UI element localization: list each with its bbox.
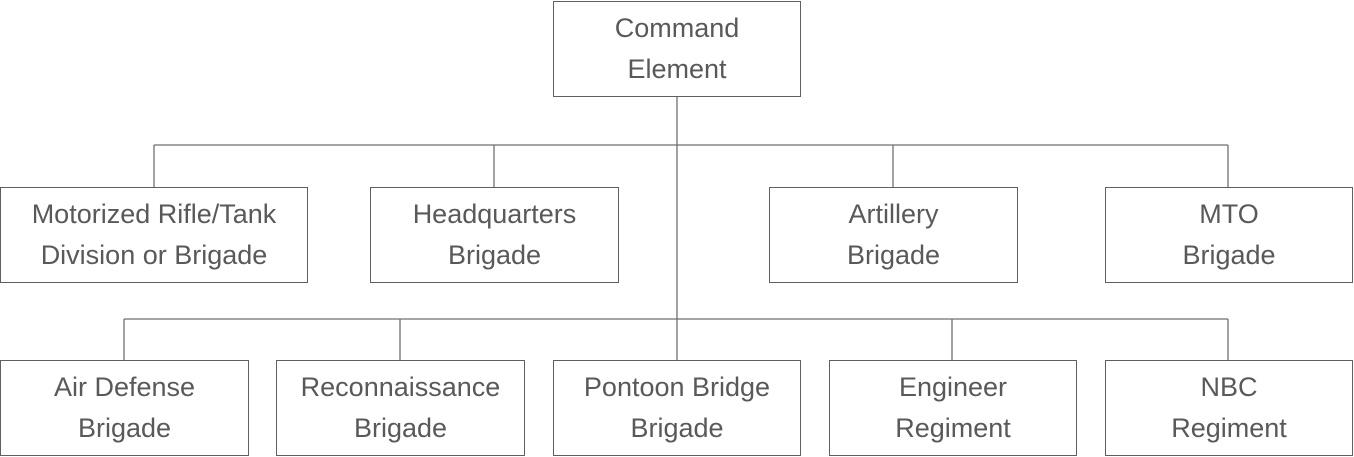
node-label-line: Engineer: [898, 372, 1008, 402]
node-label-line: Brigade: [630, 413, 724, 443]
node-label-line: Regiment: [895, 413, 1011, 443]
node-label-line: Pontoon Bridge: [583, 372, 771, 402]
node-label-line: Brigade: [447, 240, 542, 270]
reconnaissance-brigade-node: Reconnaissance Brigade: [276, 360, 525, 456]
pontoon-bridge-brigade-node: Pontoon Bridge Brigade: [553, 360, 801, 456]
node-label-line: Division or Brigade: [40, 240, 268, 270]
node-label-line: Reconnaissance: [300, 372, 501, 402]
node-label-line: Motorized Rifle/Tank: [31, 199, 277, 229]
motorized-rifle-tank-node: Motorized Rifle/Tank Division or Brigade: [0, 187, 308, 283]
node-label-line: NBC: [1200, 372, 1258, 402]
node-label-line: Artillery: [848, 199, 939, 229]
node-label-line: Brigade: [1182, 240, 1276, 270]
node-label-line: Brigade: [353, 413, 448, 443]
node-label-line: Command: [614, 13, 740, 43]
node-label-line: Air Defense: [53, 372, 196, 402]
mto-brigade-node: MTO Brigade: [1105, 187, 1353, 283]
artillery-brigade-node: Artillery Brigade: [769, 187, 1018, 283]
node-label-line: MTO: [1199, 199, 1259, 229]
node-label-line: Brigade: [77, 413, 172, 443]
nbc-regiment-node: NBC Regiment: [1105, 360, 1353, 456]
headquarters-brigade-node: Headquarters Brigade: [370, 187, 619, 283]
command-element-node: Command Element: [553, 1, 801, 97]
node-label-line: Brigade: [846, 240, 941, 270]
node-label-line: Element: [627, 54, 727, 84]
node-label-line: Regiment: [1171, 413, 1287, 443]
air-defense-brigade-node: Air Defense Brigade: [0, 360, 249, 456]
node-label-line: Headquarters: [412, 199, 577, 229]
engineer-regiment-node: Engineer Regiment: [829, 360, 1077, 456]
